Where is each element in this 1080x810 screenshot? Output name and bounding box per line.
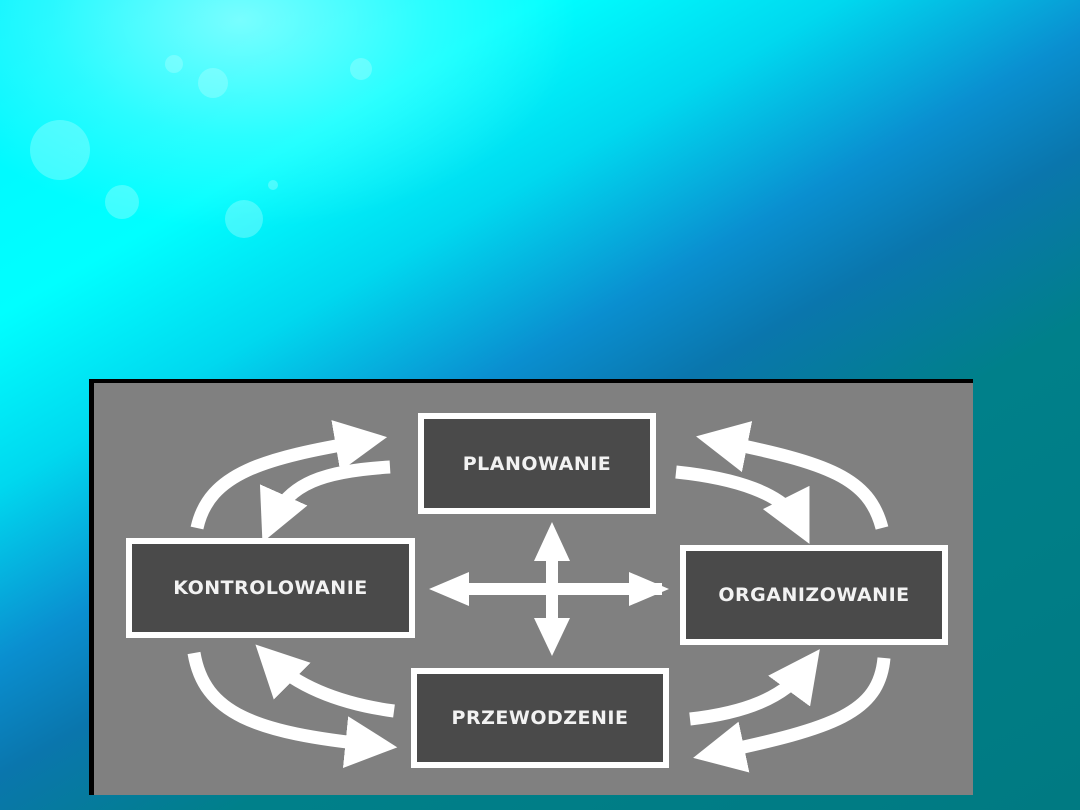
light-bubble: [225, 200, 263, 238]
light-bubble: [165, 55, 183, 73]
light-bubble: [198, 68, 228, 98]
arrow-planowanie-to-organizowanie: [675, 465, 810, 544]
light-bubble: [268, 180, 278, 190]
node-przewodzenie: PRZEWODZENIE: [411, 668, 669, 768]
light-bubble: [105, 185, 139, 219]
management-cycle-diagram: PLANOWANIE KONTROLOWANIE ORGANIZOWANIE P…: [89, 379, 973, 795]
node-label: ORGANIZOWANIE: [718, 584, 910, 606]
node-kontrolowanie: KONTROLOWANIE: [126, 538, 415, 638]
arrow-kontrolowanie-to-planowanie: [190, 420, 388, 530]
arrow-organizowanie-to-przewodzenie: [693, 657, 891, 773]
node-organizowanie: ORGANIZOWANIE: [680, 545, 948, 645]
arrow-kontrolowanie-to-przewodzenie: [187, 651, 398, 769]
arrow-przewodzenie-to-organizowanie: [689, 649, 820, 726]
node-planowanie: PLANOWANIE: [418, 413, 656, 514]
four-way-arrow-icon: [429, 522, 669, 656]
node-label: PRZEWODZENIE: [451, 707, 629, 729]
node-label: KONTROLOWANIE: [173, 577, 368, 599]
arrow-planowanie-to-kontrolowanie: [259, 460, 391, 543]
cycle-arrows: [187, 420, 891, 773]
light-bubble: [30, 120, 90, 180]
node-label: PLANOWANIE: [462, 452, 612, 475]
arrow-organizowanie-to-planowanie: [696, 421, 889, 530]
light-bubble: [350, 58, 372, 80]
arrow-przewodzenie-to-kontrolowanie: [255, 644, 395, 718]
